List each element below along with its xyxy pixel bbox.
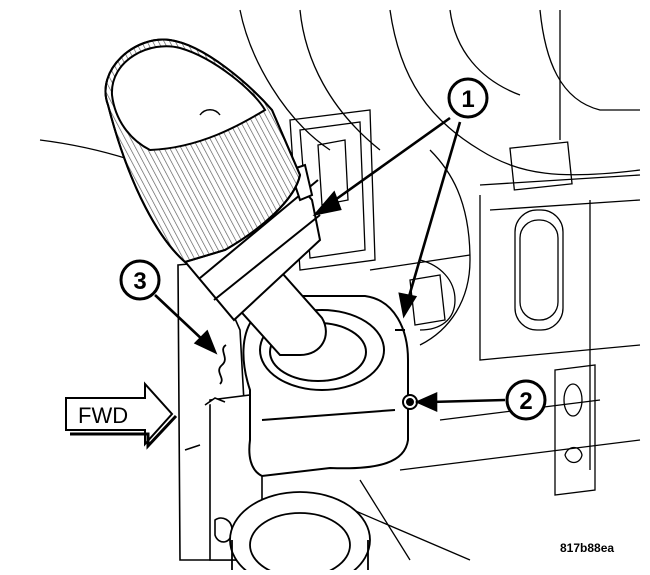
leader-lines bbox=[154, 116, 506, 413]
multifunction-lever bbox=[104, 38, 327, 356]
wire-squiggle bbox=[218, 344, 227, 385]
callout-2: 2 bbox=[505, 379, 547, 421]
callout-2-label: 2 bbox=[519, 388, 532, 415]
fwd-label: FWD bbox=[78, 403, 128, 428]
figure-code: 817b88ea bbox=[560, 541, 615, 555]
ignition-hub bbox=[229, 491, 371, 575]
fwd-arrow: FWD bbox=[65, 381, 178, 450]
callout-3: 3 bbox=[119, 259, 161, 301]
callout-1: 1 bbox=[447, 77, 489, 119]
callout-1-label: 1 bbox=[461, 86, 474, 113]
callout-3-label: 3 bbox=[133, 268, 146, 295]
